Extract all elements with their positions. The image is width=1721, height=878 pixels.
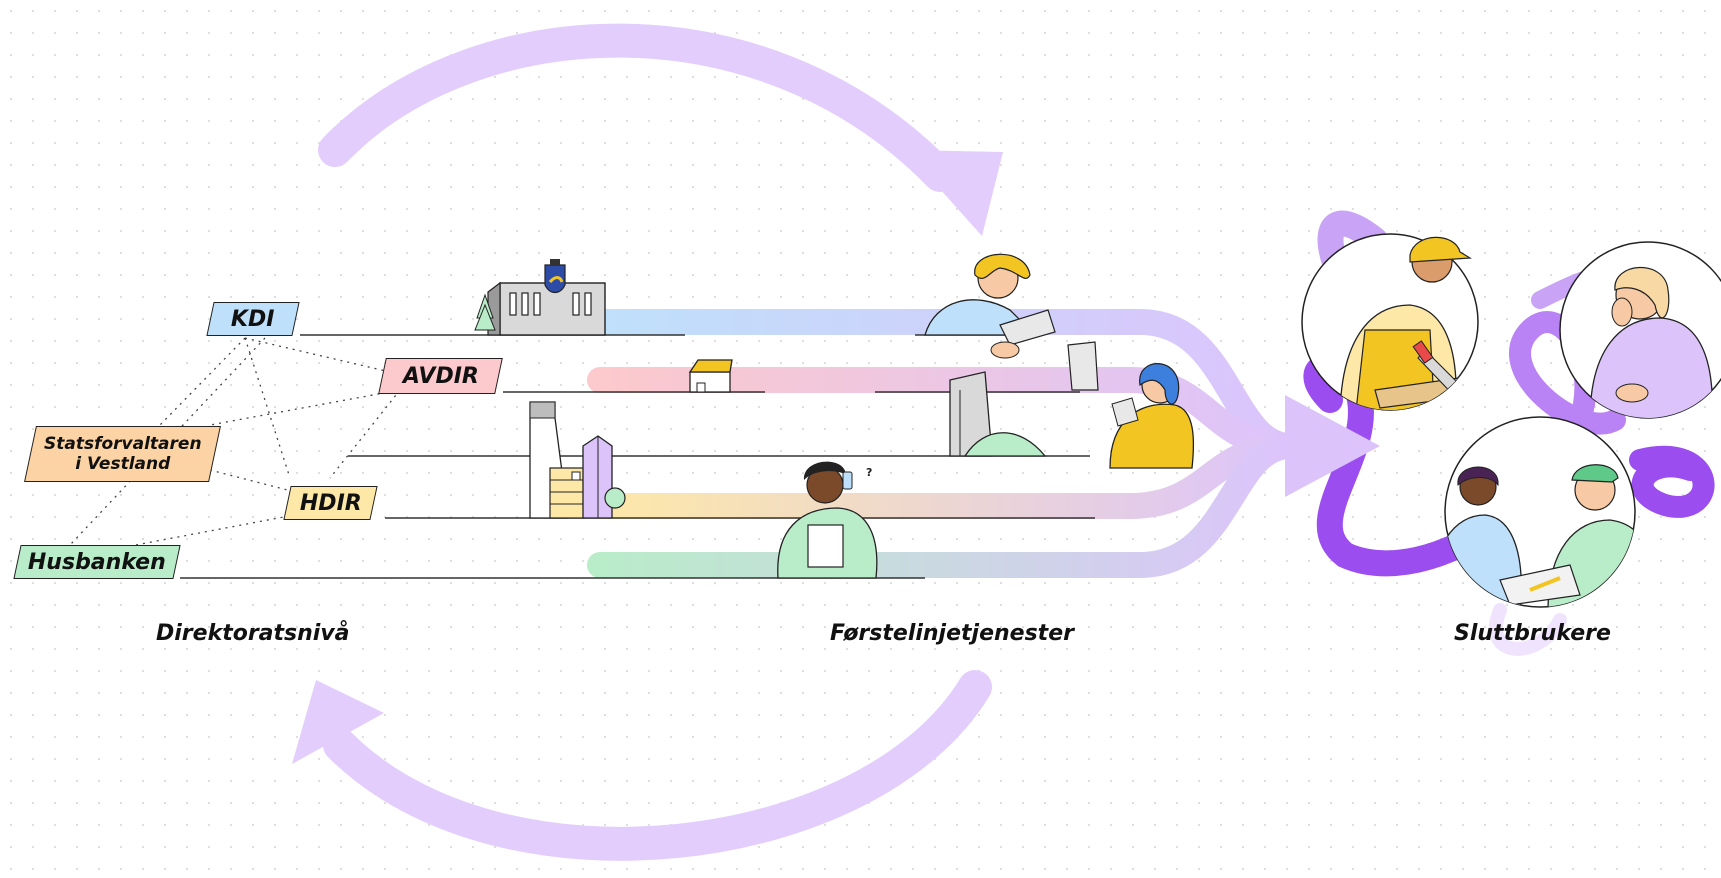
org-tag-hdir: HDIR xyxy=(283,486,378,520)
caption-end-users: Sluttbrukere xyxy=(1454,621,1611,646)
building-tower-icon xyxy=(949,371,1047,457)
worker-blonde-figure xyxy=(924,253,1099,391)
end-user-carpenter-icon xyxy=(1301,233,1479,411)
org-tag-husbanken-label: Husbanken xyxy=(28,549,166,575)
org-tag-hdir-label: HDIR xyxy=(299,490,362,516)
building-avdir-icon xyxy=(688,359,733,393)
end-user-couple-icon xyxy=(1444,416,1636,608)
org-tag-statsforvaltaren: Statsforvaltaren i Vestland xyxy=(24,426,221,482)
org-tag-avdir-label: AVDIR xyxy=(402,363,479,389)
org-tag-kdi: KDI xyxy=(206,302,300,336)
end-user-worried-icon xyxy=(1559,241,1721,419)
worker-bluehair-figure xyxy=(1109,363,1195,469)
flow-arrowhead xyxy=(1285,395,1380,497)
bottom-cycle-arrow xyxy=(292,670,992,861)
org-tag-statsforvaltaren-label: Statsforvaltaren i Vestland xyxy=(43,434,202,474)
org-tag-avdir: AVDIR xyxy=(378,358,503,394)
top-cycle-arrow xyxy=(318,23,1003,236)
caption-directorate-level: Direktoratsnivå xyxy=(156,621,350,646)
org-tag-husbanken: Husbanken xyxy=(13,545,181,579)
building-hdir-icon xyxy=(529,401,626,519)
svg-text:?: ? xyxy=(866,466,872,479)
building-kdi-icon xyxy=(474,259,606,336)
worker-phone-figure: ? xyxy=(777,461,878,579)
org-tag-kdi-label: KDI xyxy=(231,306,275,332)
org-connectors xyxy=(69,337,401,549)
caption-frontline-services: Førstelinjetjenester xyxy=(830,621,1074,646)
